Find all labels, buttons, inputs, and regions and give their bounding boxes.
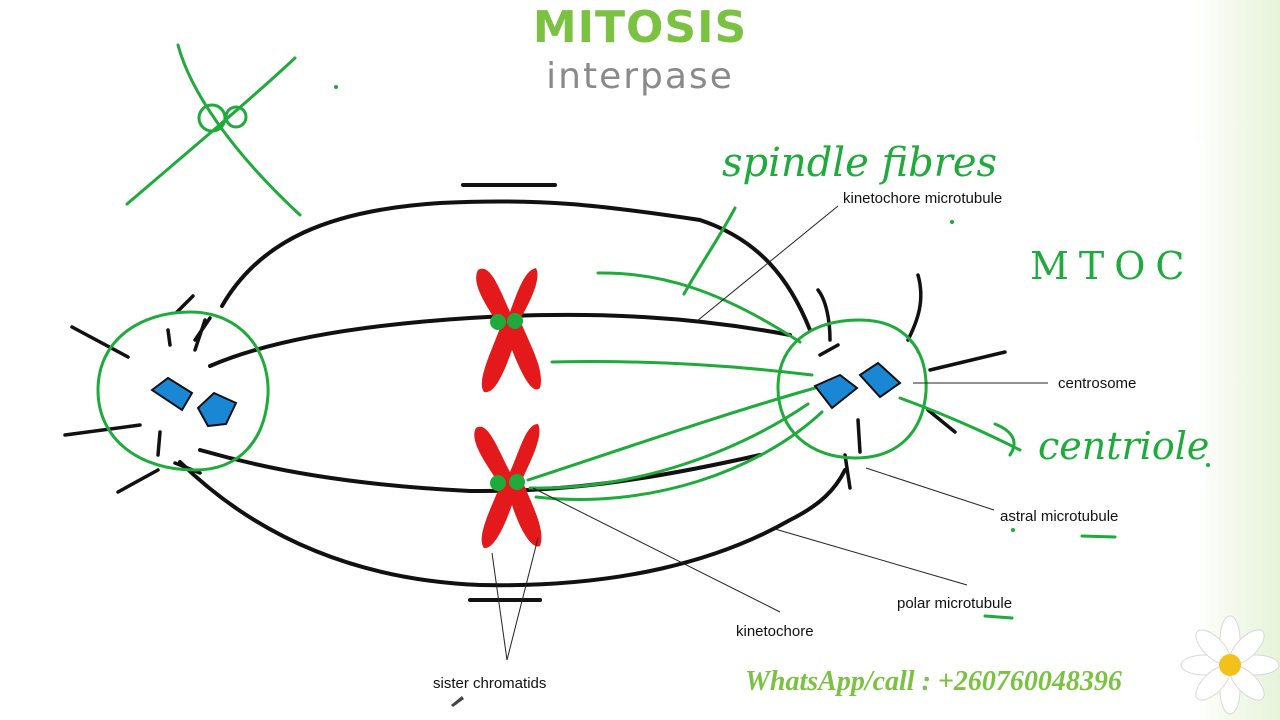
- centriole-icon: [813, 373, 859, 410]
- chromosome-upper: [476, 268, 541, 393]
- spindle-fibres-annotation: spindle fibres: [722, 140, 998, 186]
- dot: [334, 85, 338, 89]
- centriole-icon: [150, 376, 194, 412]
- contact-info: WhatsApp/call : +260760048396: [745, 666, 1122, 697]
- spindle-pointer: [682, 206, 737, 296]
- mtoc-annotation: MTOC: [1030, 244, 1195, 288]
- left-centrioles: [150, 376, 238, 428]
- right-centrioles: [813, 361, 902, 410]
- kinetochore-dot: [507, 313, 523, 329]
- flower-icon: [1180, 615, 1280, 715]
- label-kinetochore-microtubule: kinetochore microtubule: [843, 190, 1003, 207]
- kinetochore-dot: [490, 475, 506, 491]
- kinetochore-dot: [509, 474, 525, 490]
- kinetochore-dot: [490, 314, 506, 330]
- kinetochore-fibres: [526, 271, 1022, 501]
- small-marks: [950, 220, 1210, 532]
- doodle-cross: [125, 43, 302, 217]
- leader-lines: [491, 205, 1048, 661]
- page-subtitle: interpase: [546, 56, 734, 97]
- chromosome-lower: [474, 424, 542, 549]
- centriole-icon: [196, 391, 238, 428]
- label-centrosome: centrosome: [1058, 375, 1137, 392]
- right-centrosome-boundary: [776, 318, 928, 460]
- diagram-panel: [0, 140, 1205, 720]
- label-astral-microtubule: astral microtubule: [1000, 508, 1119, 525]
- left-centrosome-boundary: [96, 310, 270, 472]
- pencil-icon: [451, 696, 464, 707]
- label-sister-chromatids: sister chromatids: [433, 675, 547, 692]
- centriole-annotation: centriole: [1038, 424, 1210, 468]
- spindle-fibres: [178, 183, 847, 602]
- underline-marks: [983, 534, 1117, 620]
- kinetochores: [490, 313, 525, 491]
- right-aster: [816, 273, 1007, 490]
- page-title: MITOSIS: [532, 2, 748, 53]
- label-kinetochore: kinetochore: [736, 623, 814, 640]
- label-polar-microtubule: polar microtubule: [897, 595, 1013, 612]
- centriole-icon: [858, 361, 902, 399]
